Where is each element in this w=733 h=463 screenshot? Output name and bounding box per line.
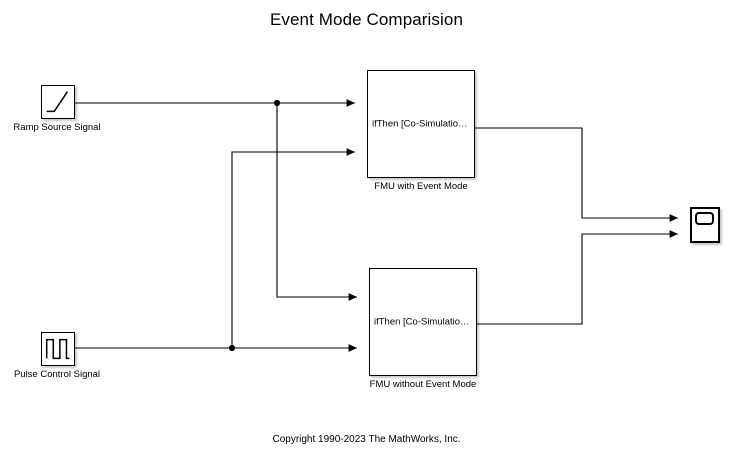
wire-fmu-event-out-to-scope-in1 <box>475 127 679 222</box>
block-label-fmu-without-event-mode: FMU without Event Mode <box>369 379 477 390</box>
block-ramp-source[interactable] <box>41 85 75 119</box>
ramp-icon <box>46 91 69 113</box>
block-label-ramp-source: Ramp Source Signal <box>13 122 101 133</box>
block-text-fmu-with-event-mode: ifThen [Co-Simulatio… <box>372 118 468 130</box>
pulse-icon <box>45 338 70 360</box>
wire-ramp-branch-to-fmu-noevent-in1 <box>276 103 358 301</box>
wire-fmu-noevent-out-to-scope-in2 <box>477 230 679 325</box>
block-label-pulse-source: Pulse Control Signal <box>13 369 101 380</box>
junction-dot-ramp <box>273 99 281 107</box>
block-pulse-source[interactable] <box>41 332 75 366</box>
copyright-text: Copyright 1990-2023 The MathWorks, Inc. <box>272 434 461 445</box>
block-scope[interactable] <box>690 207 720 243</box>
junction-dot-pulse <box>228 344 236 352</box>
block-fmu-with-event-mode[interactable]: ifThen [Co-Simulatio… <box>367 70 475 178</box>
page-title: Event Mode Comparision <box>269 10 464 29</box>
block-fmu-without-event-mode[interactable]: ifThen [Co-Simulatio… <box>369 268 477 376</box>
block-label-fmu-with-event-mode: FMU with Event Mode <box>374 181 468 192</box>
block-text-fmu-without-event-mode: ifThen [Co-Simulatio… <box>374 316 470 328</box>
scope-icon <box>695 212 714 225</box>
